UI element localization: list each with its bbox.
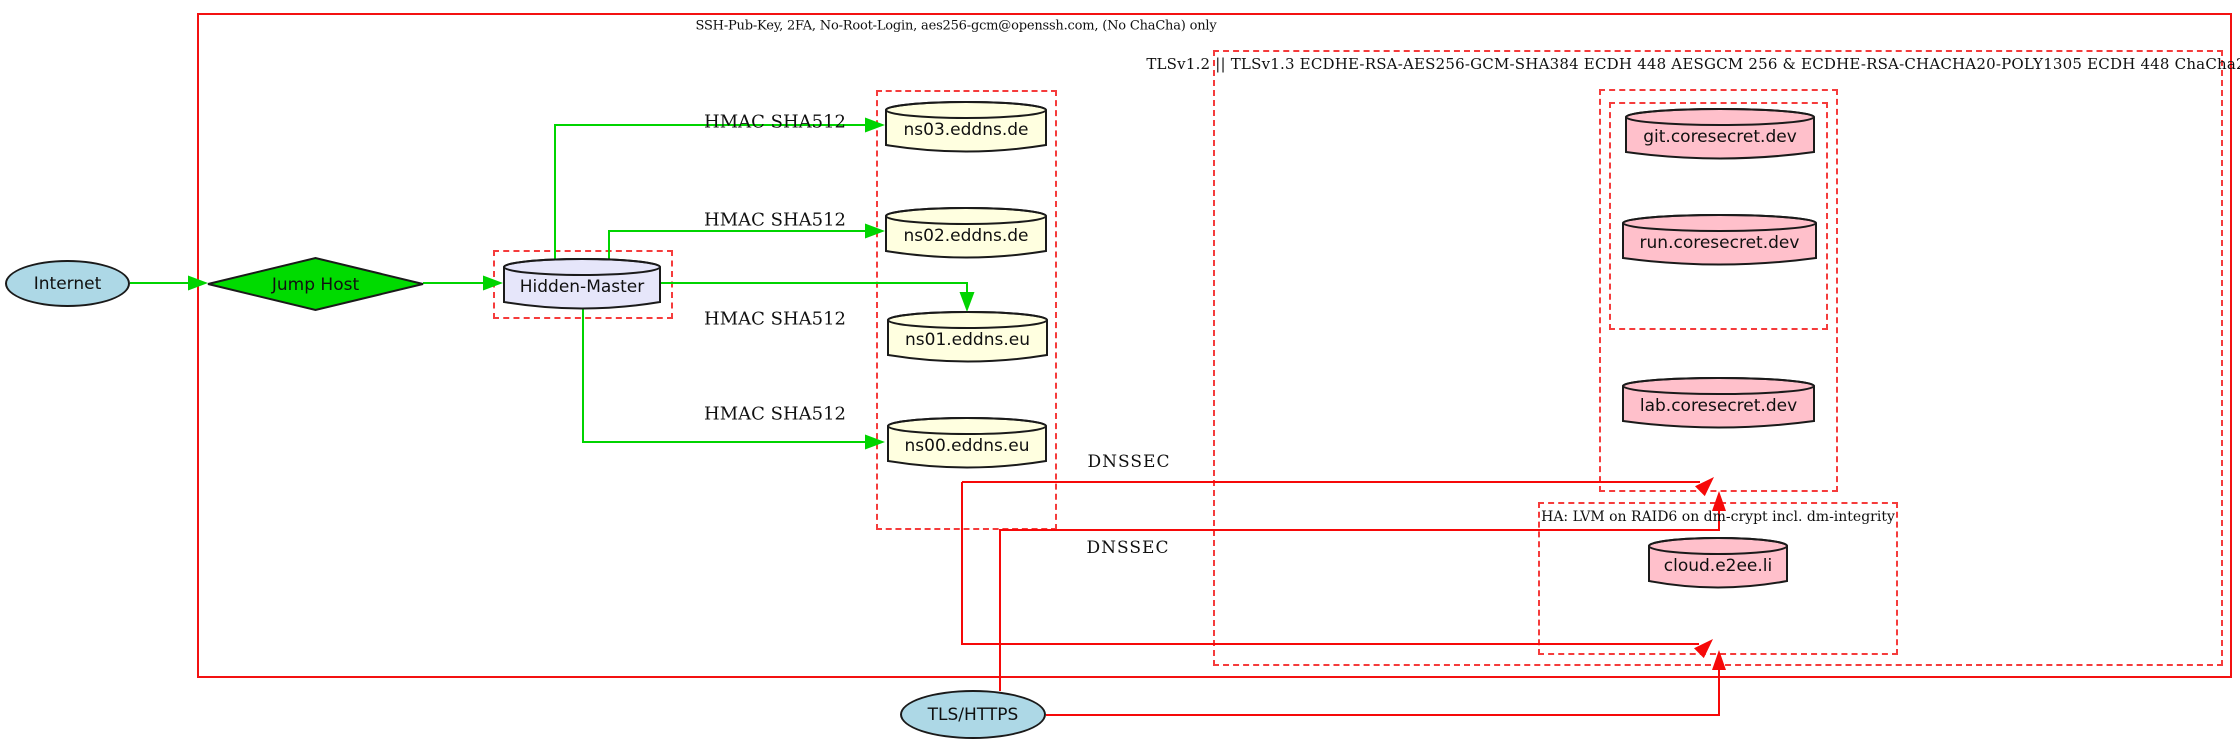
edge-tlshttps-coresecret xyxy=(999,505,1720,691)
node-hidden-master: Hidden-Master xyxy=(503,258,661,310)
arrowhead-right-icon xyxy=(188,275,208,291)
edge-label-hmac-ns02: HMAC SHA512 xyxy=(703,209,847,231)
edge-ns00-ha xyxy=(961,482,1699,645)
cluster-ha-label: HA: LVM on RAID6 on dm-crypt incl. dm-in… xyxy=(1541,509,1895,525)
node-hidden-master-label: Hidden-Master xyxy=(520,277,645,297)
edge-hm-ns02 xyxy=(608,230,865,262)
node-lab-label: lab.coresecret.dev xyxy=(1640,396,1797,416)
edge-label-hmac-ns03: HMAC SHA512 xyxy=(703,111,847,133)
edge-label-hmac-ns00: HMAC SHA512 xyxy=(703,403,847,425)
cluster-tls-label: TLSv1.2 || TLSv1.3 ECDHE-RSA-AES256-GCM-… xyxy=(1146,55,2240,73)
arrowhead-upright-icon xyxy=(1695,477,1714,497)
green-arrowheads xyxy=(188,117,975,450)
edge-label-dnssec-2: DNSSEC xyxy=(1086,538,1170,558)
node-ns03: ns03.eddns.de xyxy=(885,101,1047,153)
edge-label-hmac-ns01: HMAC SHA512 xyxy=(703,308,847,330)
cluster-ssh-label: SSH-Pub-Key, 2FA, No-Root-Login, aes256-… xyxy=(695,18,1217,34)
edge-hm-ns00 xyxy=(582,308,865,443)
cluster-coresecret-inner-box xyxy=(1609,102,1828,330)
arrowhead-up-icon xyxy=(1712,650,1726,670)
cluster-ssh-box xyxy=(197,13,2232,678)
node-ns02-label: ns02.eddns.de xyxy=(904,226,1029,246)
node-ns03-label: ns03.eddns.de xyxy=(904,120,1029,140)
arrowhead-down-icon xyxy=(959,292,975,312)
node-lab: lab.coresecret.dev xyxy=(1622,377,1815,429)
node-tls-https-label: TLS/HTTPS xyxy=(927,704,1019,725)
node-tls-https: TLS/HTTPS xyxy=(900,690,1046,739)
node-jump-host-label: Jump Host xyxy=(271,275,360,295)
arrowhead-right-icon xyxy=(483,275,503,291)
cluster-coresecret-outer-box xyxy=(1599,89,1838,492)
node-ns00: ns00.eddns.eu xyxy=(887,417,1047,469)
red-arrowheads xyxy=(1694,477,1726,670)
edge-tlshttps-ha xyxy=(1046,664,1720,716)
node-git: git.coresecret.dev xyxy=(1625,108,1815,160)
node-git-label: git.coresecret.dev xyxy=(1643,127,1797,147)
green-edges xyxy=(130,124,968,443)
diamond-shape xyxy=(207,256,424,312)
node-cloud: cloud.e2ee.li xyxy=(1648,537,1788,589)
arrowhead-right-icon xyxy=(865,434,885,450)
node-jump-host: Jump Host xyxy=(207,256,424,312)
edge-hm-ns01 xyxy=(661,282,968,294)
node-cloud-label: cloud.e2ee.li xyxy=(1664,556,1772,576)
edge-hm-ns03 xyxy=(554,124,865,262)
node-ns01: ns01.eddns.eu xyxy=(887,311,1048,363)
node-ns02: ns02.eddns.de xyxy=(885,207,1047,259)
edge-label-dnssec-1: DNSSEC xyxy=(1087,452,1171,472)
node-ns01-label: ns01.eddns.eu xyxy=(905,330,1030,350)
node-internet: Internet xyxy=(5,260,130,307)
arrowhead-up-icon xyxy=(1712,491,1726,511)
cluster-nameserver-box xyxy=(876,90,1057,530)
arrowhead-right-icon xyxy=(865,223,885,239)
node-internet-label: Internet xyxy=(33,273,102,294)
node-run-label: run.coresecret.dev xyxy=(1640,233,1800,253)
red-edges xyxy=(961,481,1720,716)
node-ns00-label: ns00.eddns.eu xyxy=(905,436,1030,456)
arrowhead-upright-icon xyxy=(1694,639,1713,659)
node-run: run.coresecret.dev xyxy=(1622,214,1817,266)
arrowhead-right-icon xyxy=(865,117,885,133)
